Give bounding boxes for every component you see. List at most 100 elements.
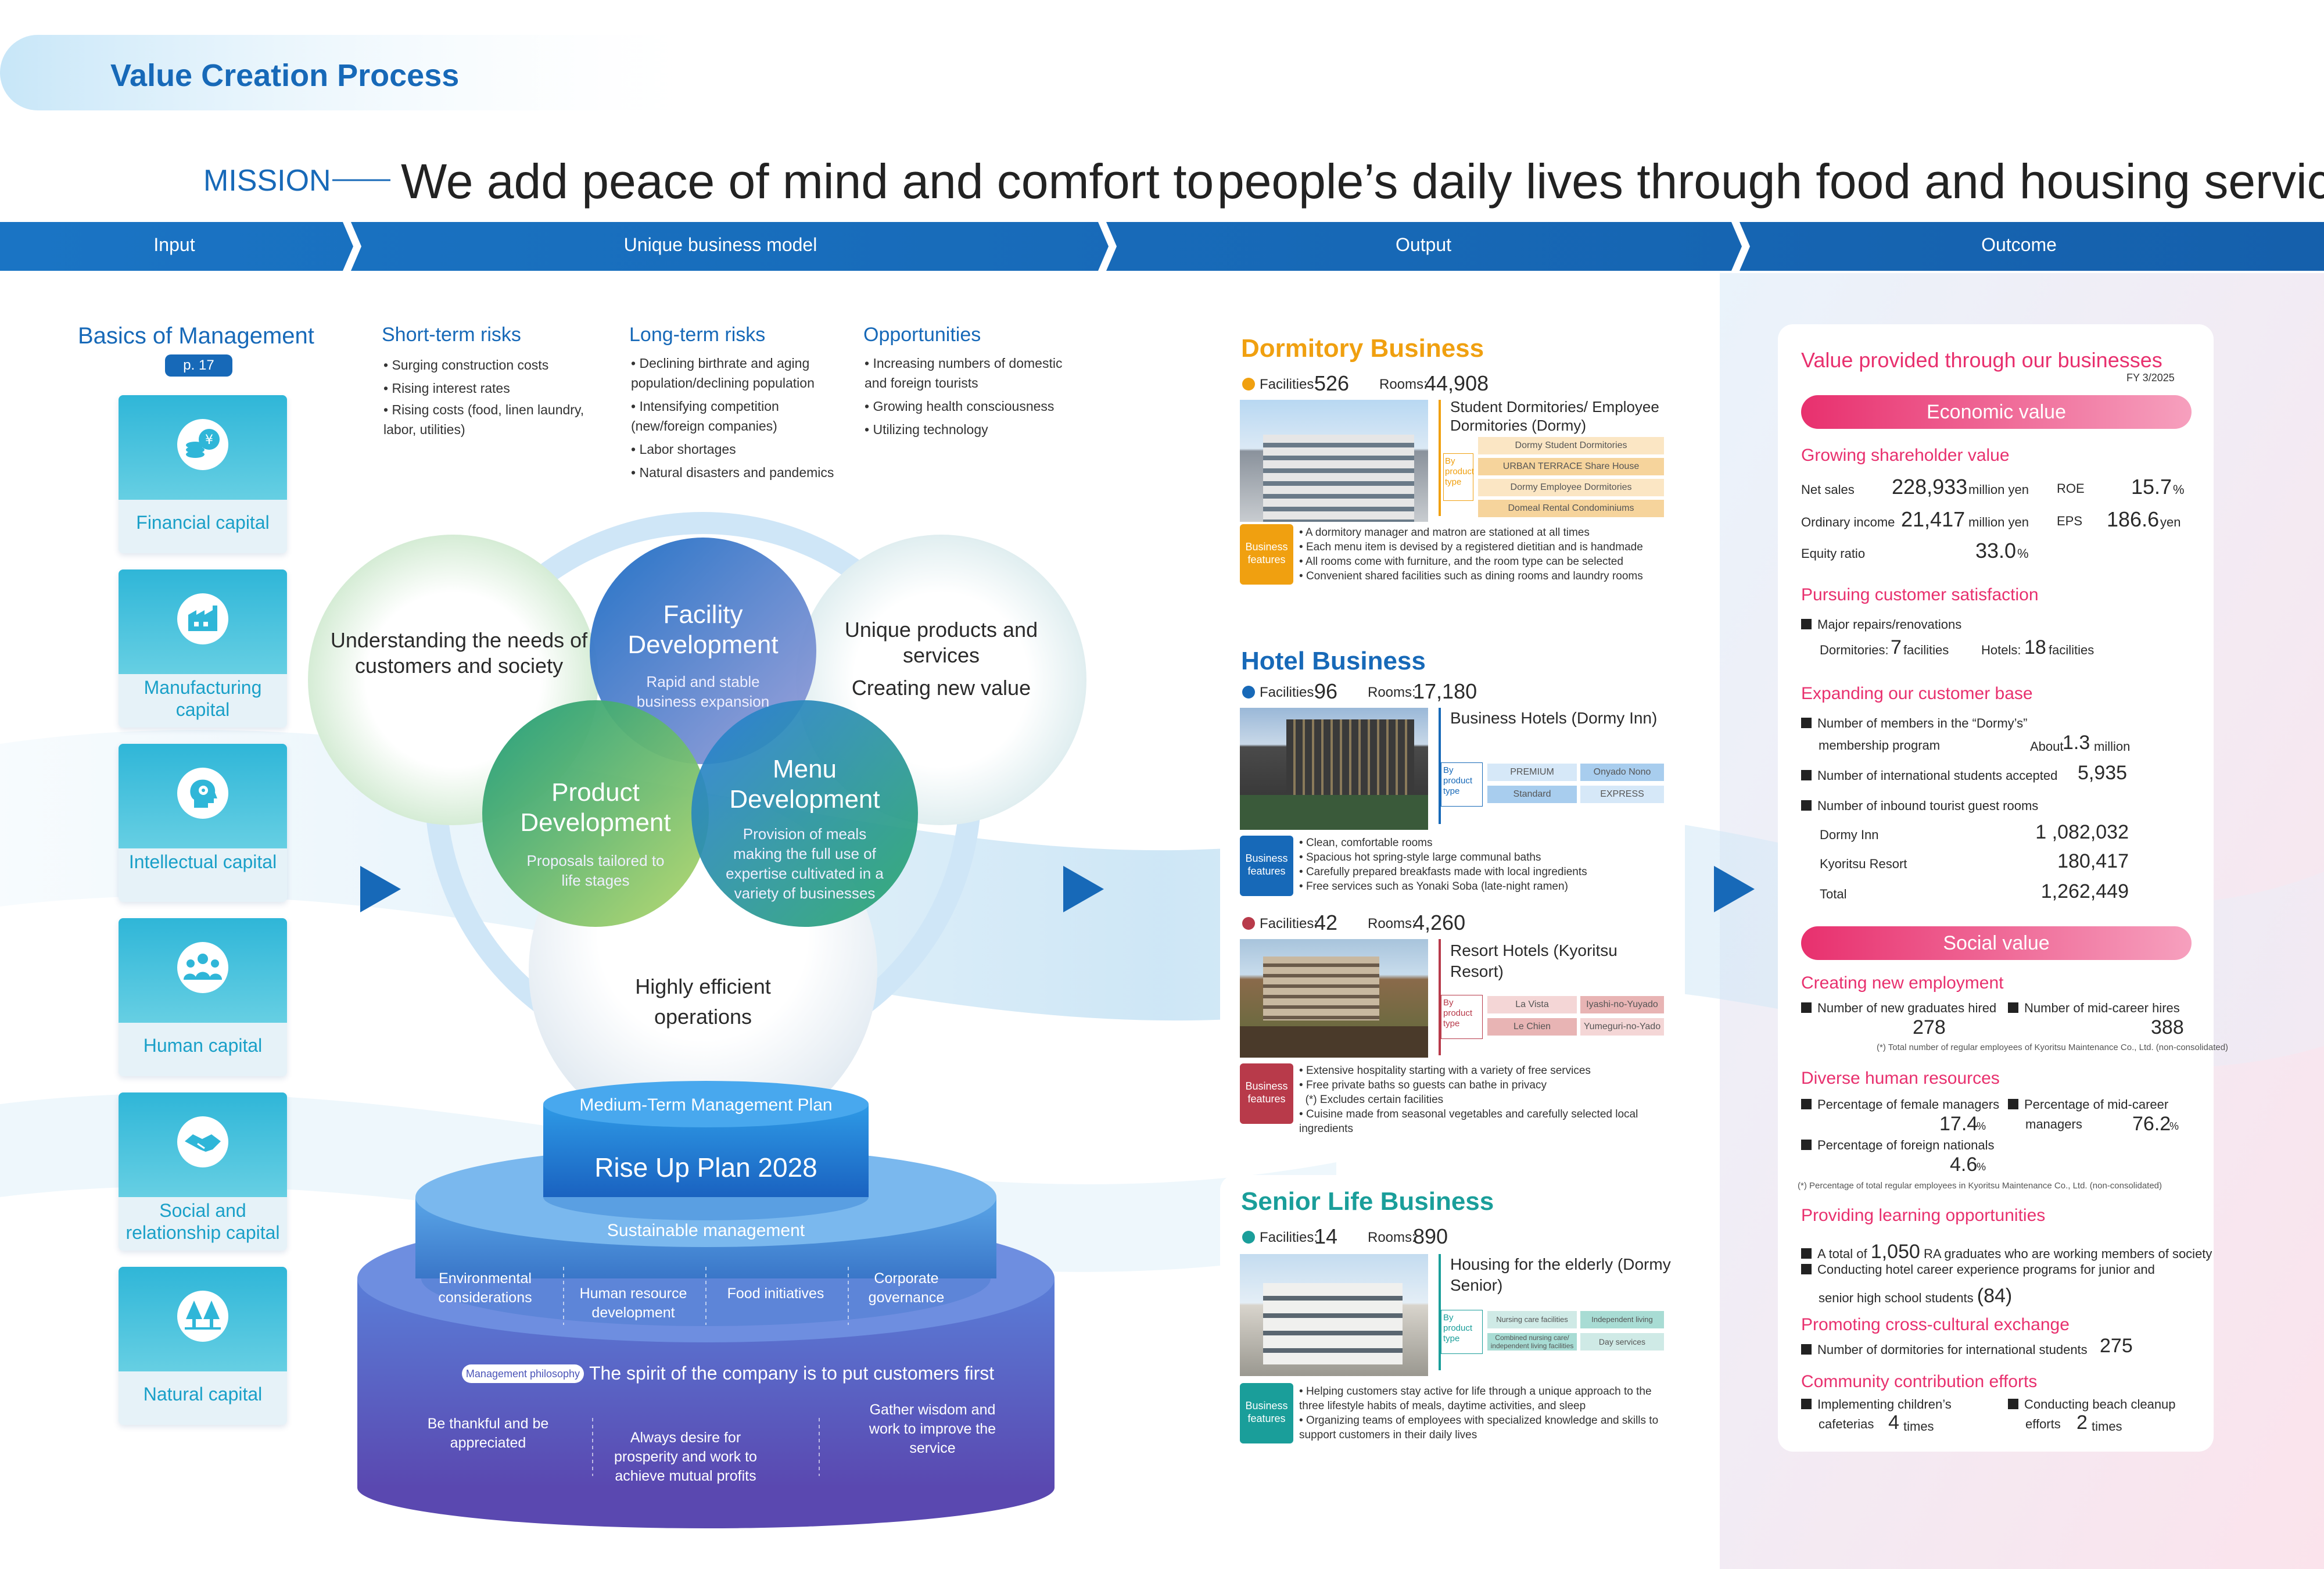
operations-text: Highly efficient operations	[635, 975, 771, 1029]
capital-intellectual: Intellectual capital	[119, 744, 287, 902]
type-tag: PREMIUM	[1487, 764, 1577, 781]
philosophy-tag: Management philosophy	[462, 1364, 584, 1383]
unit-million-yen: million yen	[1968, 482, 2029, 497]
flow-model: Unique business model	[623, 234, 817, 255]
midcareer-managers-label-2: managers	[2025, 1117, 2082, 1131]
pct-unit: %	[1977, 1161, 1986, 1173]
mission-text-1: We add peace of mind and comfort to	[401, 154, 1214, 209]
female-managers-value: 17.4	[1939, 1113, 1978, 1135]
type-tag: La Vista	[1487, 996, 1577, 1013]
equity-ratio-label: Equity ratio	[1801, 546, 1866, 561]
input-title: Basics of Management	[78, 323, 314, 349]
resort-subtitle: Resort Hotels (Kyoritsu Resort)	[1450, 941, 1618, 980]
capital-label: Natural capital	[143, 1384, 263, 1405]
rooms-label: Rooms:	[1368, 916, 1416, 932]
foreign-nationals-label: Percentage of foreign nationals	[1801, 1138, 1995, 1153]
bullet-square	[1801, 1248, 1812, 1259]
plan-name: Rise Up Plan 2028	[594, 1152, 817, 1183]
career-program-count: (84)	[1977, 1285, 2013, 1307]
capital-label: Human capital	[143, 1035, 263, 1056]
senior-title: Senior Life Business	[1241, 1187, 1494, 1216]
pillar-environment: Environmental considerations	[438, 1270, 532, 1306]
inbound-row-label: Kyoritsu Resort	[1820, 857, 1907, 871]
type-tag: URBAN TERRACE Share House	[1478, 458, 1664, 475]
pillar-governance: Corporate governance	[868, 1270, 945, 1306]
dormitory-title: Dormitory Business	[1241, 334, 1484, 363]
members-label: Number of members in the “Dormy’s”	[1801, 716, 2027, 731]
hotel-rooms: 17,180	[1413, 679, 1477, 703]
members-label-2: membership program	[1819, 738, 1941, 753]
facilities-label: Facilities:	[1260, 685, 1318, 700]
opportunities-title: Opportunities	[863, 324, 981, 346]
business-features-badge: Business features	[1240, 836, 1293, 896]
opportunity-item: • Utilizing technology	[865, 422, 988, 437]
inbound-row-value: 1 ,082,032	[2035, 821, 2129, 843]
roe-value: 15.7	[2131, 475, 2172, 499]
feature-item: • Cuisine made from seasonal vegetables …	[1299, 1108, 1638, 1135]
rooms-label: Rooms:	[1368, 1230, 1416, 1245]
risk-item: • Surging construction costs	[383, 357, 549, 372]
flow-outcome: Outcome	[1981, 234, 2057, 255]
hotel-subtitle: Business Hotels (Dormy Inn)	[1450, 709, 1658, 727]
bullet-square	[1801, 1099, 1812, 1109]
ordinary-income-value: 21,417	[1901, 507, 1966, 531]
resort-rooms: 4,260	[1413, 911, 1466, 934]
career-program-line: Conducting hotel career experience progr…	[1801, 1262, 2155, 1277]
senior-dot	[1242, 1231, 1255, 1244]
feature-item: • Free services such as Yonaki Soba (lat…	[1299, 880, 1568, 893]
cafeteria-value: 4	[1888, 1412, 1899, 1434]
mid-career-label: Number of mid-career hires	[2008, 1001, 2180, 1016]
menu-circle	[691, 700, 918, 927]
short-risks-title: Short-term risks	[382, 324, 521, 346]
senior-rooms: 890	[1413, 1224, 1448, 1248]
type-tag: Dormy Student Dormitories	[1478, 437, 1664, 454]
facility-circle	[590, 538, 816, 764]
bullet-square	[1801, 770, 1812, 780]
head-gear-icon	[177, 768, 228, 819]
times-unit: times	[1903, 1419, 1934, 1434]
learning-title: Providing learning opportunities	[1801, 1206, 2046, 1225]
satisfaction-title: Pursuing customer satisfaction	[1801, 585, 2039, 604]
handshake-icon	[177, 1116, 228, 1167]
hotel-facilities: 96	[1314, 679, 1338, 703]
inbound-row-label: Dormy Inn	[1820, 828, 1879, 842]
accent-bar	[1439, 939, 1441, 1055]
trees-icon	[177, 1291, 228, 1342]
inbound-label: Number of inbound tourist guest rooms	[1801, 798, 2038, 814]
bullet-square	[1801, 1344, 1812, 1355]
hotel-dot	[1242, 686, 1255, 698]
employment-note: (*) Total number of regular employees of…	[1877, 1043, 2229, 1052]
short-risks-list: • Surging construction costs • Rising in…	[383, 353, 587, 439]
resort-features: • Extensive hospitality starting with a …	[1299, 1063, 1683, 1136]
cross-cultural-title: Promoting cross-cultural exchange	[1801, 1315, 2070, 1334]
risk-item: • Rising interest rates	[383, 381, 510, 396]
bullet-square	[1801, 1399, 1812, 1409]
opportunities-list: • Increasing numbers of domestic and for…	[865, 353, 1068, 439]
mission-text-2: people’s daily lives through food and ho…	[1217, 154, 2324, 209]
senior-subtitle: Housing for the elderly (Dormy Senior)	[1450, 1255, 1671, 1294]
facilities-label: Facilities:	[1260, 916, 1318, 932]
fiscal-year: FY 3/2025	[2126, 372, 2175, 384]
dormitory-rooms: 44,908	[1425, 371, 1489, 395]
employment-title: Creating new employment	[1801, 973, 2004, 993]
economic-value-bar: Economic value	[1801, 395, 2192, 429]
ra-graduates-line: A total of 1,050 RA graduates who are wo…	[1801, 1240, 2212, 1264]
new-value-text: Creating new value	[851, 676, 1031, 700]
menu-desc: Provision of meals making the full use o…	[726, 825, 884, 902]
net-sales-value: 228,933	[1892, 475, 1968, 499]
repairs-label: Major repairs/renovations	[1801, 617, 1961, 632]
net-sales-label: Net sales	[1801, 482, 1855, 497]
capital-human: Human capital	[119, 918, 287, 1076]
bullet-square	[2008, 1099, 2018, 1109]
opportunity-item: • Growing health consciousness	[865, 399, 1055, 414]
pct-unit: %	[1977, 1120, 1986, 1132]
feature-item: • Extensive hospitality starting with a …	[1299, 1065, 1591, 1077]
principle-thankful: Be thankful and be appreciated	[427, 1416, 549, 1451]
feature-item: • Carefully prepared breakfasts made wit…	[1299, 866, 1587, 878]
eps-label: EPS	[2057, 514, 2083, 528]
senior-features: • Helping customers stay active for life…	[1299, 1384, 1671, 1442]
hotels-repairs: 18	[2024, 636, 2046, 658]
dormitories-label: Dormitories:	[1820, 643, 1889, 657]
rooms-label: Rooms:	[1379, 377, 1428, 392]
plan-label: Medium-Term Management Plan	[579, 1095, 833, 1115]
